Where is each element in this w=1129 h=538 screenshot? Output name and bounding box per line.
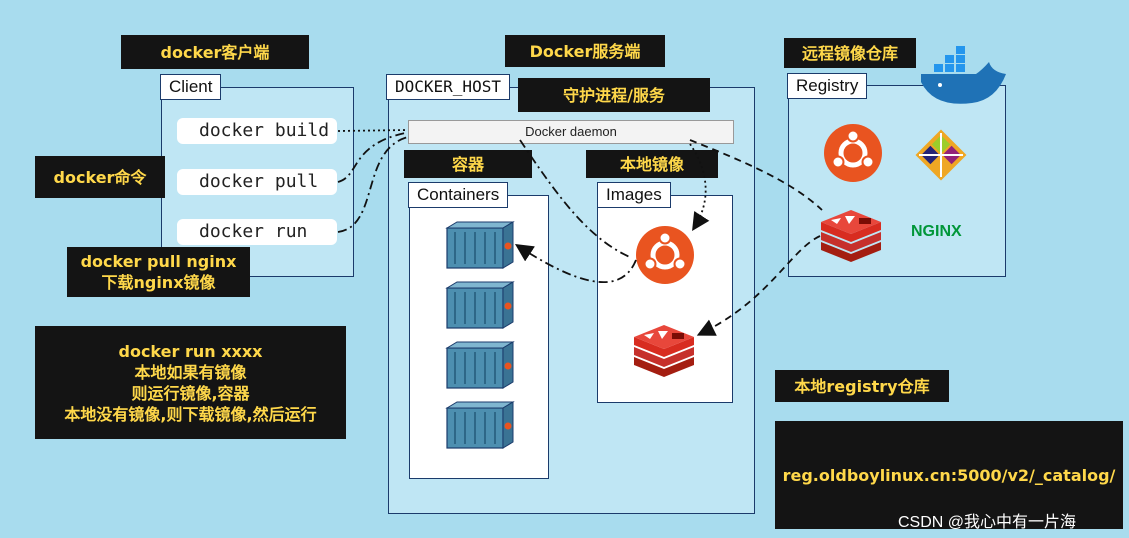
run-note-line-4: 本地没有镜像,则下载镜像,然后运行: [64, 404, 317, 424]
docker-cmd-title: docker命令: [35, 156, 165, 198]
registry-label: Registry: [787, 73, 868, 99]
docker-server-title: Docker服务端: [505, 35, 665, 67]
run-note-line-2: 本地如果有镜像: [134, 362, 247, 382]
cmd-docker-build: docker build: [177, 118, 337, 144]
centos-icon: [915, 129, 967, 181]
csdn-watermark: CSDN @我心中有一片海: [898, 514, 1077, 531]
nginx-logo: NGINX: [911, 223, 962, 240]
docker-host-label: DOCKER_HOST: [386, 74, 510, 100]
redis-icon: [821, 210, 881, 262]
run-note: docker run xxxx 本地如果有镜像 则运行镜像,容器 本地没有镜像,…: [35, 326, 346, 439]
client-label: Client: [160, 74, 222, 100]
container-icon: [446, 281, 514, 329]
remote-registry-title: 远程镜像仓库: [784, 38, 916, 68]
container-icon: [446, 401, 514, 449]
cmd-docker-pull: docker pull: [177, 169, 337, 195]
flow-arrows: [337, 129, 823, 336]
pull-nginx-line-2: 下载nginx镜像: [101, 273, 216, 292]
image-ubuntu-icon: [636, 226, 694, 284]
run-note-line-1: docker run xxxx: [118, 341, 263, 361]
run-note-line-3: 则运行镜像,容器: [131, 383, 250, 403]
container-icon: [446, 221, 514, 269]
docker-daemon-bar: Docker daemon: [408, 120, 734, 144]
ubuntu-icon: [824, 124, 882, 182]
containers-title: 容器: [404, 150, 532, 178]
local-registry-title: 本地registry仓库: [775, 370, 949, 402]
cmd-docker-run: docker run: [177, 219, 337, 245]
pull-nginx-note: docker pull nginx 下载nginx镜像: [67, 247, 250, 297]
image-redis-icon: [634, 325, 694, 377]
containers-label: Containers: [408, 182, 509, 208]
container-icon: [446, 341, 514, 389]
pull-nginx-line-1: docker pull nginx: [80, 252, 237, 271]
images-label: Images: [597, 182, 671, 208]
docker-client-title: docker客户端: [121, 35, 309, 69]
docker-whale-icon: [921, 46, 1006, 104]
registry-url-note: reg.oldboylinux.cn:5000/v2/_catalog/: [775, 421, 1123, 529]
images-title: 本地镜像: [586, 150, 718, 178]
daemon-title: 守护进程/服务: [518, 78, 710, 112]
